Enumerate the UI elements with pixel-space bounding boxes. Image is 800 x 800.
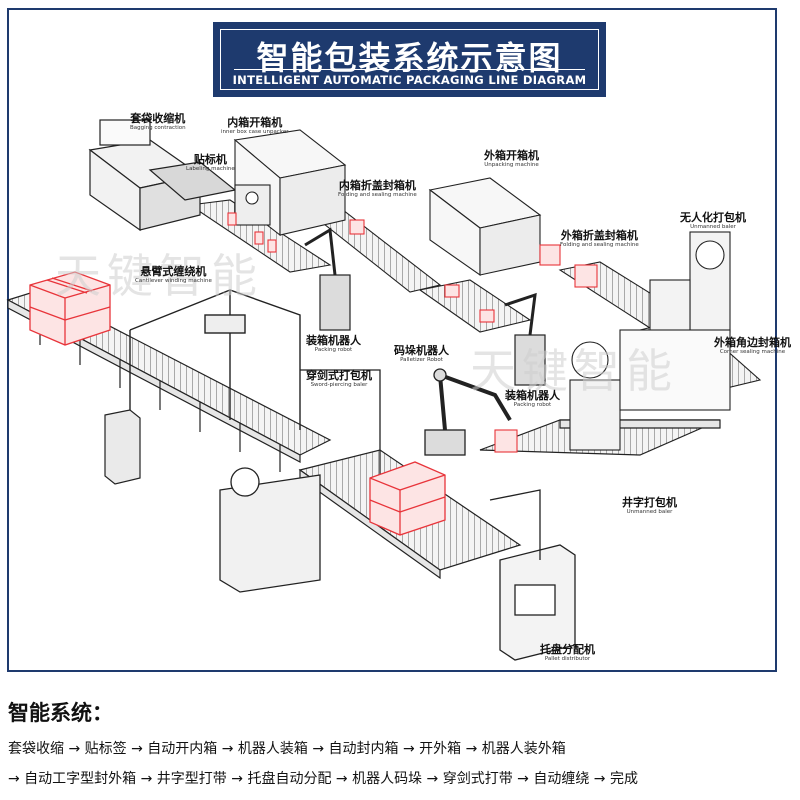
cross-baler-machine <box>569 329 731 451</box>
sword-baler-machine <box>219 369 381 593</box>
title-inner-border <box>220 29 599 90</box>
title-divider <box>234 69 585 70</box>
title-cn: 智能包装系统示意图 <box>256 39 563 77</box>
outer-unpacker <box>428 177 542 277</box>
palletizer-robot <box>424 368 512 456</box>
title-en: INTELLIGENT AUTOMATIC PACKAGING LINE DIA… <box>232 73 587 87</box>
watermark-right: 天键智能 <box>470 344 678 398</box>
packing-robot-2 <box>504 292 546 386</box>
system-flow-line-2: → 自动工字型封外箱 → 井字型打带 → 托盘自动分配 → 机器人码垛 → 穿剑… <box>8 771 638 787</box>
bagging-machine <box>88 119 237 232</box>
system-flow-line-1: 套袋收缩 → 贴标签 → 自动开内箱 → 机器人装箱 → 自动封内箱 → 开外箱… <box>8 741 566 757</box>
control-cabinet <box>104 409 141 485</box>
unmanned-baler-top <box>649 231 731 341</box>
title-banner: 智能包装系统示意图 INTELLIGENT AUTOMATIC PACKAGIN… <box>213 22 606 97</box>
packing-robot-1 <box>304 227 351 331</box>
carton-stack-left <box>29 271 111 346</box>
watermark-left: 天键智能 <box>55 249 263 303</box>
pallet-distributor-machine <box>489 489 576 661</box>
carton-stack-center <box>369 461 446 536</box>
system-heading: 智能系统： <box>8 701 113 725</box>
carton-small-boxes <box>227 212 598 453</box>
labeling-machine <box>234 184 271 226</box>
